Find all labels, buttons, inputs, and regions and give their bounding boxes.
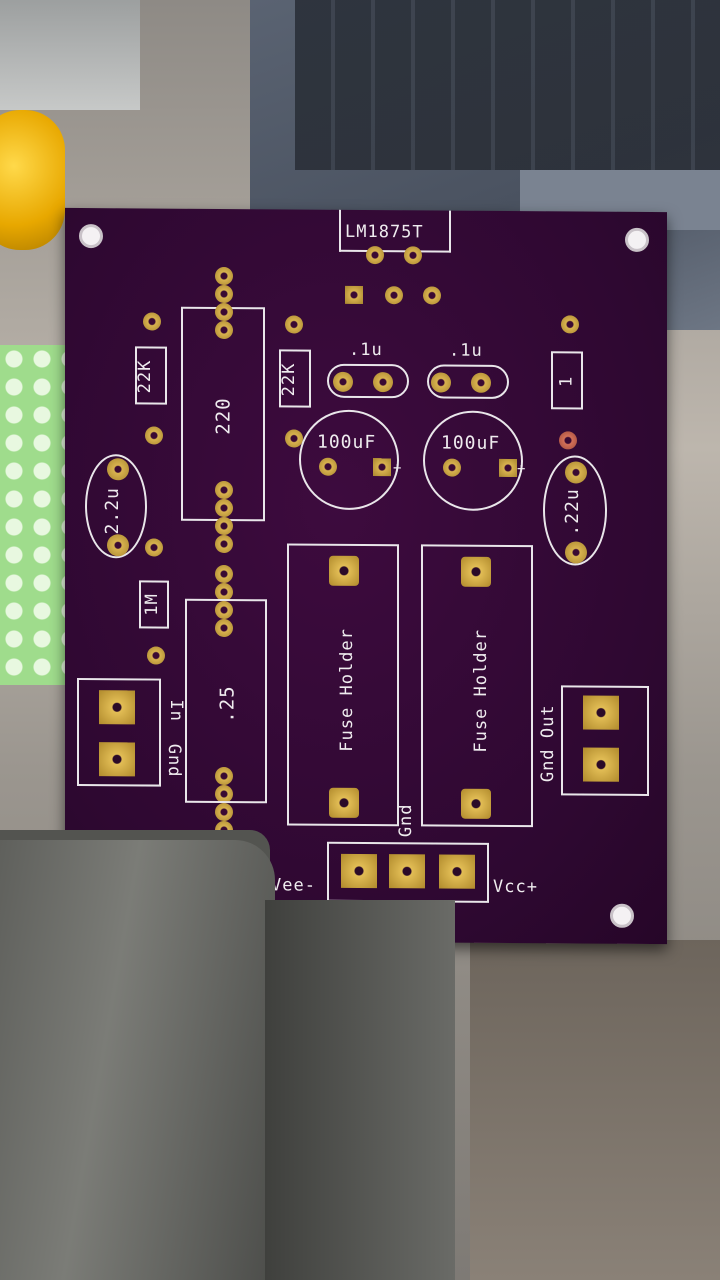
resistor-pad bbox=[145, 426, 163, 445]
cap-pad bbox=[565, 541, 587, 564]
table-shadow bbox=[470, 940, 720, 1280]
input-connector-pad bbox=[99, 742, 135, 777]
ic-pad bbox=[345, 285, 363, 304]
fuse-pad bbox=[329, 555, 359, 586]
cap-pad bbox=[319, 457, 337, 476]
mounting-hole-bottom-right bbox=[610, 903, 634, 928]
resistor-pad bbox=[561, 315, 579, 334]
cap-pad-square bbox=[499, 458, 517, 478]
header-pad bbox=[215, 266, 233, 286]
vise bbox=[0, 840, 275, 1280]
ic-pad bbox=[385, 286, 403, 305]
cap-label-22u: 2.2u bbox=[102, 486, 124, 535]
supply-gnd-label: Gnd bbox=[395, 803, 416, 838]
header-pad bbox=[215, 498, 233, 518]
resistor-label-1m: 1M bbox=[142, 593, 163, 616]
cap-pad bbox=[373, 372, 393, 393]
header-pad bbox=[215, 564, 233, 584]
resistor-pad bbox=[143, 312, 161, 331]
resistor-label-22k-right: 22K bbox=[278, 362, 299, 397]
supply-connector-pad bbox=[389, 854, 425, 889]
supply-connector-pad bbox=[341, 853, 377, 889]
ic-pad bbox=[404, 246, 422, 265]
ic-label: LM1875T bbox=[345, 221, 424, 243]
resistor-pad bbox=[285, 315, 303, 334]
input-connector-pad bbox=[99, 690, 135, 725]
cap-pad-square bbox=[373, 458, 391, 477]
cap-pad bbox=[107, 458, 129, 481]
cap-pad bbox=[471, 372, 491, 393]
cap-pad bbox=[107, 534, 129, 557]
cap-plus-left: + bbox=[393, 460, 403, 477]
vise-jaw bbox=[265, 900, 455, 1280]
resistor-label-220: 220 bbox=[212, 397, 235, 435]
cap-label-022u: .22u bbox=[562, 488, 584, 536]
ic-pad bbox=[366, 246, 384, 265]
resistor-label-025: .25 bbox=[216, 685, 239, 723]
input-gnd-label: Gnd bbox=[163, 743, 184, 778]
resistor-label-22k-left: 22K bbox=[134, 359, 155, 394]
supply-connector-pad bbox=[439, 854, 475, 889]
ic-pad bbox=[423, 286, 441, 305]
cap-pad bbox=[333, 371, 353, 392]
cap-label-100uf-right: 100uF bbox=[441, 432, 501, 454]
cap-pad bbox=[565, 461, 587, 484]
cap-label-01u-right: .1u bbox=[449, 340, 483, 361]
header-pad bbox=[215, 320, 233, 340]
cutting-mat bbox=[0, 345, 75, 685]
resistor-pad bbox=[147, 646, 165, 665]
fuse-holder-label-left: Fuse Holder bbox=[336, 627, 357, 752]
fuse-pad bbox=[461, 788, 491, 819]
output-connector-pad bbox=[583, 695, 619, 730]
laptop-keyboard bbox=[295, 0, 720, 170]
cap-pad bbox=[431, 372, 451, 393]
fuse-pad bbox=[329, 787, 359, 818]
output-gnd-label: Gnd bbox=[537, 748, 558, 783]
header-pad bbox=[215, 302, 233, 322]
header-pad bbox=[215, 802, 233, 822]
header-pad bbox=[215, 284, 233, 304]
mounting-hole-top-right bbox=[625, 227, 649, 252]
vcc-label: Vcc+ bbox=[493, 876, 538, 898]
yellow-object bbox=[0, 110, 65, 250]
output-connector-pad bbox=[583, 747, 619, 782]
input-label: In bbox=[166, 699, 187, 722]
cap-plus-right: + bbox=[517, 461, 527, 478]
header-pad bbox=[215, 480, 233, 500]
fuse-holder-label-right: Fuse Holder bbox=[470, 628, 491, 753]
resistor-pad bbox=[559, 431, 577, 450]
vee-label: Vee- bbox=[271, 875, 316, 896]
header-pad bbox=[215, 516, 233, 536]
output-label: Out bbox=[537, 704, 558, 739]
fuse-pad bbox=[461, 556, 491, 587]
cap-label-100uf-left: 100uF bbox=[317, 431, 377, 454]
header-pad bbox=[215, 534, 233, 554]
mounting-hole-top-left bbox=[79, 223, 103, 249]
cap-pad bbox=[145, 538, 163, 557]
cap-label-01u-left: .1u bbox=[349, 339, 383, 361]
background-equipment bbox=[0, 0, 140, 110]
cap-pad bbox=[443, 458, 461, 477]
resistor-label-1: 1 bbox=[556, 375, 577, 388]
